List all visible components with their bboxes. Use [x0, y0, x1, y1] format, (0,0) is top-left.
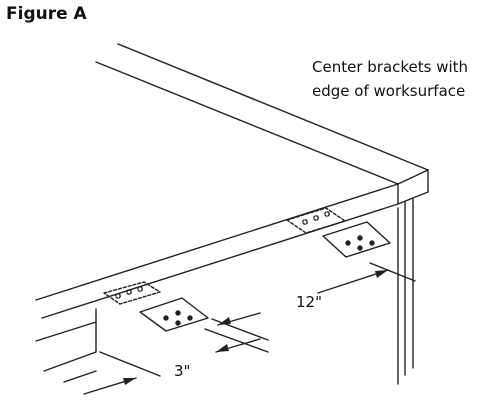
right-bracket-hidden-hole	[302, 219, 308, 225]
right-bracket-hidden-hole	[324, 211, 330, 217]
figure-title: Figure A	[6, 4, 87, 24]
right-bracket-plate	[322, 221, 391, 258]
left-bracket-hidden-hole	[126, 289, 132, 295]
left-frame-rail-3	[63, 370, 97, 383]
dimension-spacing: 12"	[211, 262, 416, 341]
left-bracket-hidden-hole	[137, 286, 143, 292]
instruction-note-line-2: edge of worksurface	[312, 82, 466, 100]
dimension-offset-arrow-stem-right	[215, 345, 237, 353]
left-bracket-hidden-outline	[103, 281, 161, 305]
instruction-note: Center brackets with edge of worksurface	[312, 55, 468, 103]
dimension-spacing-extension-left	[211, 318, 269, 341]
worksurface-top-inner-line	[95, 61, 399, 185]
dimension-offset-extension-right	[204, 328, 269, 353]
dimension-spacing-arrowhead-left	[218, 317, 231, 325]
left-bracket	[103, 281, 209, 332]
right-bracket-hole	[357, 245, 363, 251]
support-panel	[397, 198, 414, 385]
dimension-spacing-extension-right	[369, 262, 416, 282]
left-bracket-plate	[139, 297, 209, 332]
dimension-offset-arrowhead-right	[216, 344, 229, 352]
dimension-offset-arrow-line-right	[235, 338, 261, 347]
left-bracket-hole	[163, 315, 169, 321]
left-frame	[35, 308, 97, 383]
worksurface-side-top-edge	[397, 169, 429, 185]
left-frame-rail-2	[43, 351, 97, 372]
left-bracket-hidden-hole	[115, 293, 121, 299]
dimension-offset-extension-left	[99, 351, 161, 377]
left-bracket-hole	[187, 315, 193, 321]
dimension-offset-arrowhead-left	[123, 378, 136, 385]
right-bracket-hole	[357, 235, 363, 241]
dimension-spacing-arrowhead-right	[375, 270, 388, 278]
dimension-offset: 3"	[83, 328, 269, 395]
left-frame-rail-1	[35, 321, 97, 342]
instruction-note-line-1: Center brackets with	[312, 58, 469, 76]
right-bracket-hidden-outline	[286, 207, 346, 234]
right-bracket-hidden-hole	[313, 215, 319, 221]
dimension-spacing-label: 12"	[296, 293, 322, 311]
right-bracket	[286, 207, 391, 258]
right-bracket-hole	[345, 240, 351, 246]
worksurface-back-edge	[117, 43, 429, 171]
left-bracket-hole	[175, 310, 181, 316]
worksurface-side-bottom-edge	[397, 191, 429, 205]
dimension-offset-label: 3"	[174, 362, 190, 380]
left-bracket-hole	[175, 320, 181, 326]
right-bracket-hole	[369, 240, 375, 246]
worksurface-front-top-edge	[35, 183, 399, 301]
